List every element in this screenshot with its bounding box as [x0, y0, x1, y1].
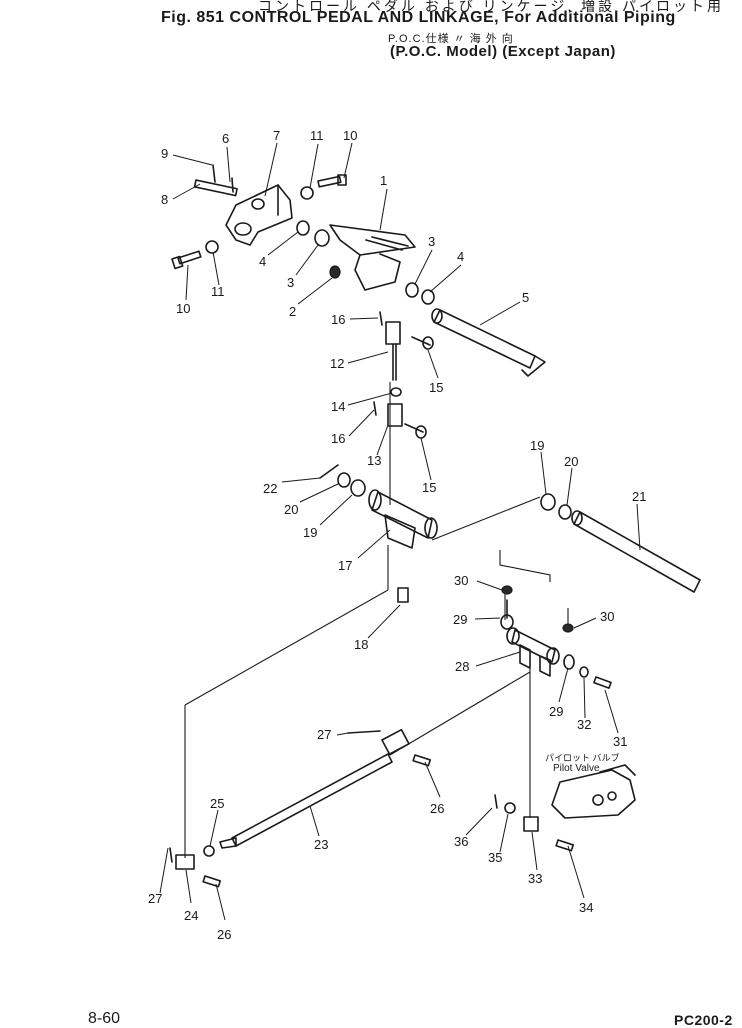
- lever-assembly: [500, 585, 612, 689]
- callout-label: 15: [422, 480, 436, 495]
- callout-label: 29: [453, 612, 467, 627]
- linkage-lines: [184, 382, 569, 858]
- japanese-model-note: P.O.C.仕様 〃 海 外 向: [388, 33, 514, 45]
- split-pin: [212, 164, 234, 193]
- pin: [193, 179, 238, 197]
- callout-label: 12: [330, 356, 344, 371]
- cross-shaft: [319, 464, 438, 603]
- callout-label: 34: [579, 900, 593, 915]
- figure-title: Fig. 851 CONTROL PEDAL AND LINKAGE, For …: [161, 9, 676, 26]
- callout-label: 19: [303, 525, 317, 540]
- callout-label: 26: [430, 801, 444, 816]
- callout-label: 31: [613, 734, 627, 749]
- callout-label: 4: [259, 254, 266, 269]
- callout-label: 32: [577, 717, 591, 732]
- callout-label: 23: [314, 837, 328, 852]
- callout-labels: 1 2 3 3 4 4 5 6 7 8 9 10 10 11 11 12 13 …: [148, 128, 646, 942]
- callout-label: 21: [632, 489, 646, 504]
- model-code: PC200-2: [674, 1012, 733, 1028]
- page-number: 8-60: [88, 1010, 121, 1027]
- callout-label: 26: [217, 927, 231, 942]
- callout-label: 35: [488, 850, 502, 865]
- callout-label: 11: [310, 128, 324, 143]
- callout-label: 15: [429, 380, 443, 395]
- japanese-title: コントロール ペダル および リンケージ, 増設 パイロット用: [258, 0, 725, 14]
- callout-label: 13: [367, 453, 381, 468]
- long-rod: [169, 728, 432, 888]
- callout-label: 27: [148, 891, 162, 906]
- callout-label: 3: [287, 275, 294, 290]
- callout-label: 16: [331, 312, 345, 327]
- callout-label: 27: [317, 727, 331, 742]
- washers: [205, 186, 435, 305]
- callout-label: 17: [338, 558, 352, 573]
- callout-label: 18: [354, 637, 368, 652]
- pilot-valve: [494, 764, 636, 852]
- callout-label: 22: [263, 481, 277, 496]
- leader-lines: [159, 142, 641, 921]
- callout-label: 7: [273, 128, 280, 143]
- callout-label: 9: [161, 146, 168, 161]
- callout-label: 10: [343, 128, 357, 143]
- pilot-valve-label: Pilot Valve: [553, 763, 600, 774]
- bolts: [171, 174, 347, 270]
- pilot-valve-jp-label: パイロット バルブ: [545, 752, 620, 763]
- right-shaft: [540, 493, 701, 593]
- callout-label: 3: [428, 234, 435, 249]
- callout-label: 1: [380, 173, 387, 188]
- callout-label: 20: [564, 454, 578, 469]
- callout-label: 20: [284, 502, 298, 517]
- callout-label: 11: [211, 284, 225, 299]
- callout-label: 14: [331, 399, 345, 414]
- callout-label: 2: [289, 304, 296, 319]
- callout-label: 36: [454, 834, 468, 849]
- callout-label: 16: [331, 431, 345, 446]
- control-pedal: [329, 224, 416, 291]
- callout-label: 5: [522, 290, 529, 305]
- callout-label: 25: [210, 796, 224, 811]
- callout-label: 28: [455, 659, 469, 674]
- callout-label: 6: [222, 131, 229, 146]
- pedal-bracket: [225, 184, 293, 246]
- callout-label: 19: [530, 438, 544, 453]
- callout-label: 10: [176, 301, 190, 316]
- model-note: (P.O.C. Model) (Except Japan): [390, 43, 616, 60]
- callout-label: 30: [600, 609, 614, 624]
- pedal-shaft: [431, 308, 546, 377]
- callout-label: 4: [457, 249, 464, 264]
- callout-label: 24: [184, 908, 198, 923]
- callout-label: 33: [528, 871, 542, 886]
- callout-label: 8: [161, 192, 168, 207]
- rod: [373, 311, 434, 439]
- callout-label: 29: [549, 704, 563, 719]
- callout-label: 30: [454, 573, 468, 588]
